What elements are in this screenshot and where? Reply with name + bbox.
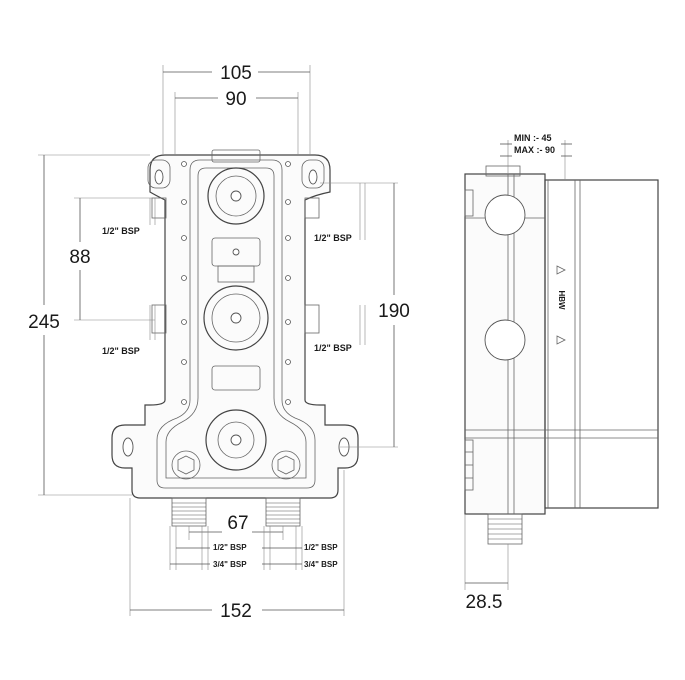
screw-holes [181,161,291,405]
dim-height: 245 [28,312,60,333]
bottom-left-slot [122,437,134,457]
dim-outlet: 28.5 [466,592,503,613]
front-view [111,149,359,527]
dim-width: 152 [220,601,252,622]
lower-valve-inner [217,421,255,459]
flow-arrow-lower [556,335,566,345]
label-right-upper: 1/2" BSP [314,233,352,243]
side-lower-port [484,319,526,361]
left-plug-ring [171,450,201,480]
side-view: HBW [464,165,659,545]
flow-arrow-upper [556,265,566,275]
label-left-upper: 1/2" BSP [102,226,140,236]
left-upper-port [151,197,167,219]
label-left-lower: 1/2" BSP [102,346,140,356]
middle-collar [211,365,261,391]
side-cover [544,179,659,509]
upper-valve-spindle [230,190,242,202]
front-dimensions: 105 90 245 88 1/2" BSP 1/2" BSP 190 [28,63,410,622]
top-right-slot [308,169,318,185]
side-top-cap [485,165,521,177]
label-bottom-right-three-quarter: 3/4" BSP [304,560,338,569]
upper-valve-inner [215,175,257,217]
right-lower-port [304,304,320,334]
right-hex-plug [277,455,295,475]
inner-channel [156,159,316,489]
lower-valve-spindle [230,434,242,446]
left-inlet [171,497,207,527]
left-lower-port [151,304,167,334]
middle-valve-spindle [230,312,242,324]
label-bottom-right-half: 1/2" BSP [304,543,338,552]
right-inlet [265,497,301,527]
middle-valve-ring [211,293,261,343]
top-right-lug [301,159,325,189]
top-left-slot [154,169,164,185]
left-hex-plug [177,455,195,475]
upper-collar [217,265,255,283]
dim-top-outer: 105 [220,63,252,84]
depth-min-label: MIN :- 45 [514,133,552,143]
dim-right-spacing: 190 [378,301,410,322]
side-dimensions: MIN :- 45 MAX :- 90 28.5 [464,133,572,613]
dim-left-spacing: 88 [69,247,90,268]
right-plug-ring [271,450,301,480]
body-marking: HBW [557,290,566,310]
dim-bottom-spacing: 67 [227,513,248,534]
label-right-lower: 1/2" BSP [314,343,352,353]
label-bottom-left-half: 1/2" BSP [213,543,247,552]
right-upper-port [304,197,320,219]
upper-stem-dot [232,248,240,256]
depth-max-label: MAX :- 90 [514,145,555,155]
inner-channel-2 [165,167,307,479]
dim-top-inner: 90 [225,89,246,110]
side-upper-port [484,194,526,236]
side-outlet-threads [488,518,522,540]
top-left-lug [147,159,171,189]
inlet-threads [172,502,300,524]
top-cap [211,149,261,163]
label-bottom-left-three-quarter: 3/4" BSP [213,560,247,569]
